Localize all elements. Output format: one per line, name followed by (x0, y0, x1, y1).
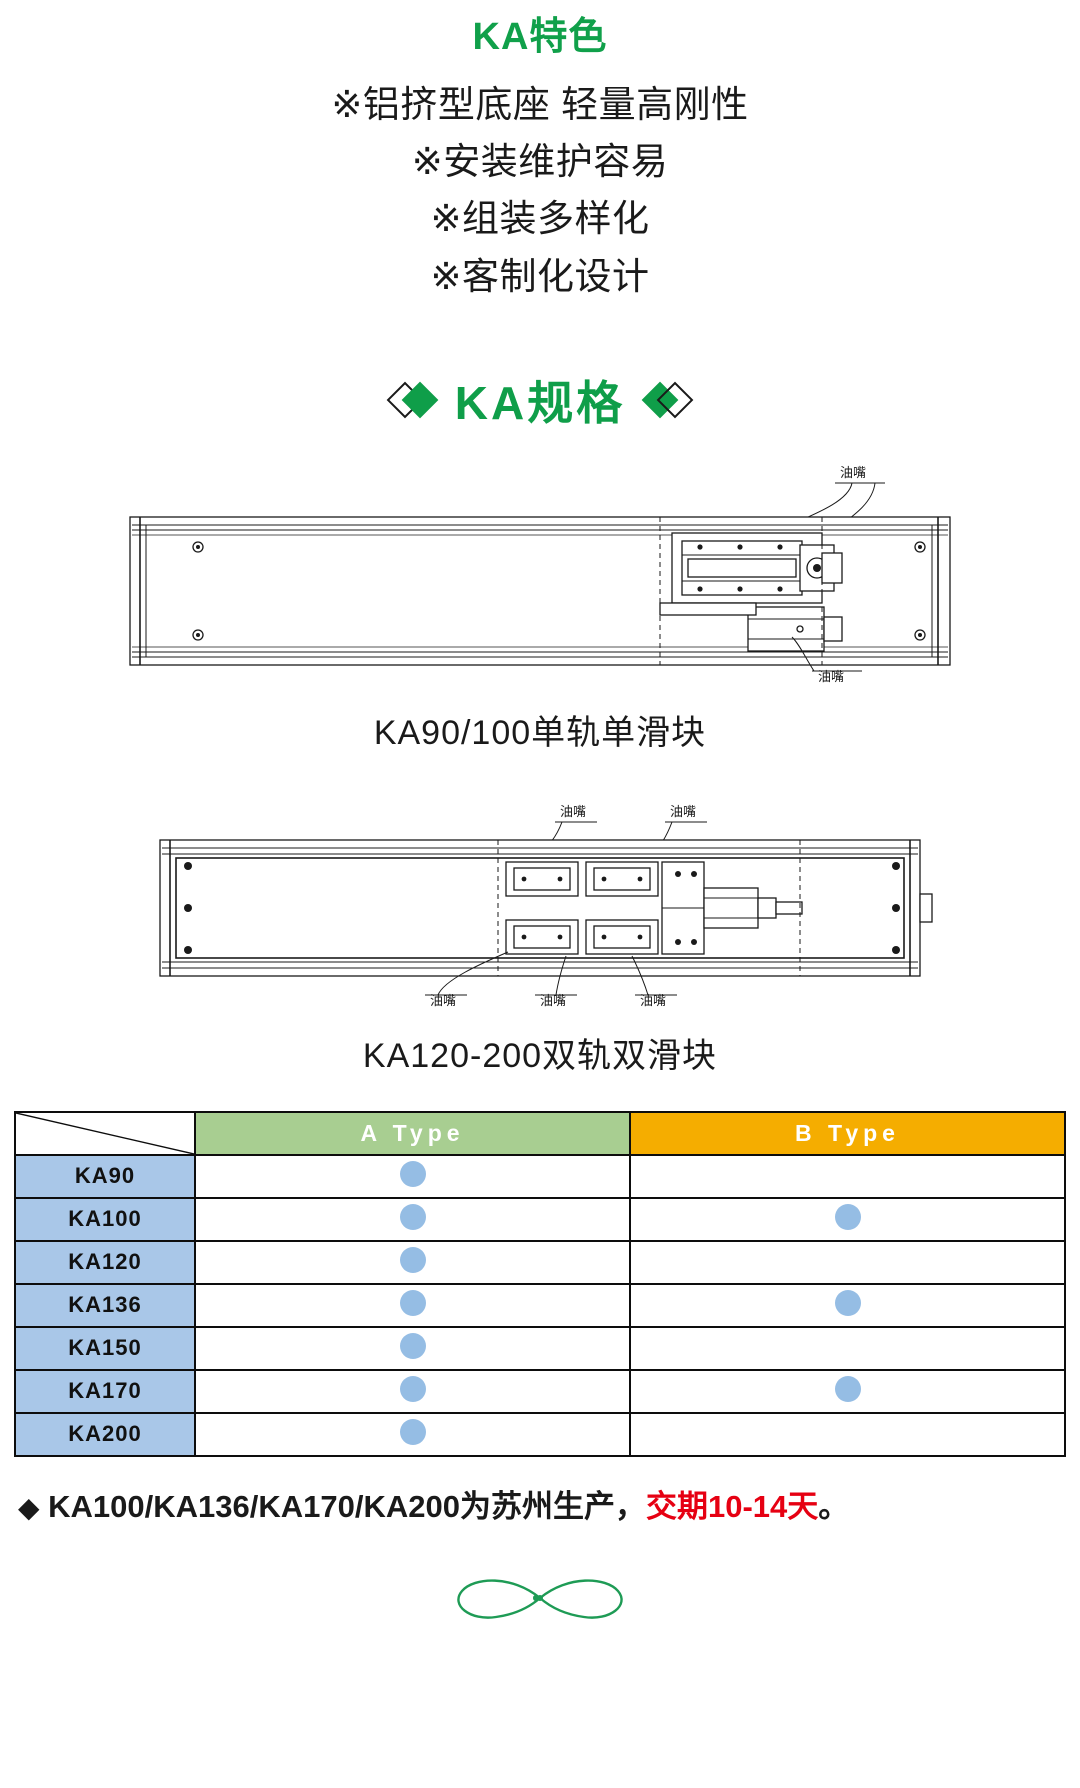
features-title: KA特色 (472, 16, 608, 58)
availability-dot (834, 1289, 861, 1316)
diagonal-divider-icon (16, 1112, 194, 1154)
row-label-ka200: KA200 (14, 1411, 196, 1457)
cell-ka150-a (194, 1325, 631, 1371)
spec-heading: KA规格 (0, 367, 1080, 433)
annotation-label-oil-nipple-bottom-3: 油嘴 (640, 993, 666, 1008)
production-note: ◆ KA100/KA136/KA170/KA200为苏州生产，交期10-14天。 (18, 1487, 1062, 1527)
availability-dot (399, 1418, 426, 1445)
cell-ka90-b (629, 1153, 1066, 1199)
cell-ka120-b (629, 1239, 1066, 1285)
drawing-block-double-rail: 油嘴 油嘴 (0, 802, 1080, 1077)
availability-dot (834, 1203, 861, 1230)
note-text-red: 交期10-14天 (645, 1488, 819, 1524)
row-label-ka90: KA90 (14, 1153, 196, 1199)
table-row: KA136 (14, 1282, 1066, 1328)
availability-dot (399, 1289, 426, 1316)
availability-dot (399, 1375, 426, 1402)
note-text-black: KA100/KA136/KA170/KA200为苏州生产， (39, 1488, 646, 1524)
availability-dot (399, 1332, 426, 1359)
cell-ka200-b (629, 1411, 1066, 1457)
feature-line-3: ※组装多样化 (430, 198, 650, 240)
table-corner-cell (14, 1110, 196, 1156)
cell-ka136-b (629, 1282, 1066, 1328)
diamond-ornament-right-icon (641, 381, 694, 419)
table-row: KA120 (14, 1239, 1066, 1285)
note-text-tail: 。 (818, 1488, 850, 1524)
annotation-label-oil-nipple-bottom-1: 油嘴 (430, 993, 456, 1008)
table-row: KA90 (14, 1153, 1066, 1199)
row-label-ka100: KA100 (14, 1196, 196, 1242)
features-section: KA特色 ※铝挤型底座 轻量高刚性 ※安装维护容易 ※组装多样化 ※客制化设计 (0, 0, 1080, 305)
availability-dot (834, 1375, 861, 1402)
cell-ka170-b (629, 1368, 1066, 1414)
annotation-label-oil-nipple-top-right: 油嘴 (670, 804, 696, 819)
feature-line-4: ※客制化设计 (430, 255, 650, 297)
cell-ka170-a (194, 1368, 631, 1414)
annotation-label-oil-nipple-bottom-2: 油嘴 (540, 993, 566, 1008)
drawing-block-single-rail: 油嘴 (0, 459, 1080, 754)
feature-line-1: ※铝挤型底座 轻量高刚性 (331, 83, 749, 125)
ribbon-bow-ornament-icon (457, 1579, 623, 1619)
technical-drawing-ka120-200: 油嘴 油嘴 (159, 804, 933, 1008)
availability-dot (399, 1246, 426, 1273)
column-header-a-type: A Type (194, 1110, 631, 1156)
drawing-caption-single-rail: KA90/100单轨单滑块 (373, 713, 707, 752)
cell-ka150-b (629, 1325, 1066, 1371)
drawing-caption-double-rail: KA120-200双轨双滑块 (362, 1036, 718, 1075)
cell-ka100-b (629, 1196, 1066, 1242)
table-row: KA200 (14, 1411, 1066, 1457)
cell-ka100-a (194, 1196, 631, 1242)
technical-drawing-ka90-100: 油嘴 (129, 465, 951, 684)
row-label-ka170: KA170 (14, 1368, 196, 1414)
availability-dot (399, 1203, 426, 1230)
row-label-ka120: KA120 (14, 1239, 196, 1285)
cell-ka200-a (194, 1411, 631, 1457)
diamond-bullet-icon: ◆ (18, 1491, 40, 1523)
table-row: KA170 (14, 1368, 1066, 1414)
table-row: KA150 (14, 1325, 1066, 1371)
diamond-ornament-left-icon (386, 381, 439, 419)
footer-ornament (0, 1571, 1080, 1630)
annotation-label-oil-nipple-bottom: 油嘴 (818, 669, 844, 684)
availability-dot (399, 1160, 426, 1187)
table-body: KA90 KA100 KA120 KA136 KA150 (14, 1153, 1066, 1457)
table-header-row: A Type B Type (14, 1110, 1066, 1156)
row-label-ka136: KA136 (14, 1282, 196, 1328)
table-row: KA100 (14, 1196, 1066, 1242)
spec-table: A Type B Type KA90 KA100 KA120 KA136 (14, 1110, 1066, 1457)
cell-ka90-a (194, 1153, 631, 1199)
spec-table-section: A Type B Type KA90 KA100 KA120 KA136 (14, 1110, 1066, 1457)
annotation-label-oil-nipple-top: 油嘴 (840, 465, 866, 480)
cell-ka120-a (194, 1239, 631, 1285)
annotation-label-oil-nipple-top-left: 油嘴 (560, 804, 586, 819)
spec-heading-title: KA规格 (454, 376, 626, 429)
column-header-b-type: B Type (629, 1110, 1066, 1156)
feature-line-2: ※安装维护容易 (411, 140, 669, 182)
row-label-ka150: KA150 (14, 1325, 196, 1371)
cell-ka136-a (194, 1282, 631, 1328)
